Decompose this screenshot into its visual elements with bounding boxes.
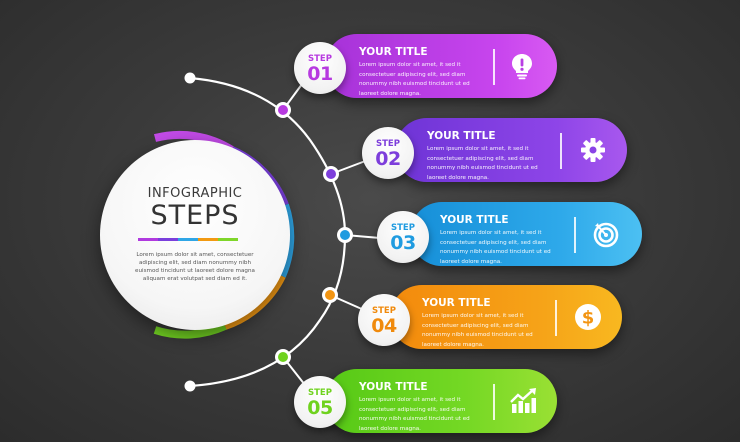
hub-title-big: STEPS	[150, 200, 240, 231]
lightbulb-icon	[512, 54, 532, 80]
step-number: 04	[371, 315, 397, 337]
hub-circle: INFOGRAPHIC STEPS Lorem ipsum dolor sit …	[100, 140, 290, 330]
node-5	[275, 349, 291, 365]
dollar-icon: $	[575, 304, 601, 330]
step-divider	[574, 217, 576, 253]
step-title: YOUR TITLE	[440, 214, 509, 226]
step-number: 02	[375, 148, 401, 170]
step-badge-5: STEP 05	[294, 376, 346, 428]
step-label: STEP	[372, 306, 396, 316]
step-label: STEP	[308, 54, 332, 64]
step-card-5: YOUR TITLE Lorem ipsum dolor sit amet, i…	[325, 369, 557, 433]
hub-description: Lorem ipsum dolor sit amet, consectetuer…	[135, 252, 255, 282]
gear-icon	[581, 138, 605, 162]
step-card-1: YOUR TITLE Lorem ipsum dolor sit amet, i…	[325, 34, 557, 98]
step-description: Lorem ipsum dolor sit amet, it sed it co…	[440, 230, 551, 265]
step-divider	[493, 49, 495, 85]
step-badge-4: STEP 04	[358, 294, 410, 346]
step-number: 01	[307, 63, 333, 85]
hub-title-small: INFOGRAPHIC	[147, 186, 243, 201]
step-description: Lorem ipsum dolor sit amet, it sed it co…	[422, 313, 533, 348]
step-badge-3: STEP 03	[377, 211, 429, 263]
step-label: STEP	[308, 388, 332, 398]
step-number: 03	[390, 232, 416, 254]
step-title: YOUR TITLE	[427, 130, 496, 142]
node-2	[323, 166, 339, 182]
node-1	[275, 102, 291, 118]
step-divider	[493, 384, 495, 420]
step-badge-1: STEP 01	[294, 42, 346, 94]
svg-text:$: $	[582, 308, 595, 329]
step-card-4: YOUR TITLE Lorem ipsum dolor sit amet, i…	[390, 285, 622, 349]
target-icon	[593, 222, 619, 248]
step-card-3: YOUR TITLE Lorem ipsum dolor sit amet, i…	[410, 202, 642, 266]
step-number: 05	[307, 397, 333, 419]
step-card-2: YOUR TITLE Lorem ipsum dolor sit amet, i…	[395, 118, 627, 182]
step-label: STEP	[391, 223, 415, 233]
node-3	[337, 227, 353, 243]
step-title: YOUR TITLE	[359, 381, 428, 393]
node-4	[322, 287, 338, 303]
step-badge-2: STEP 02	[362, 127, 414, 179]
growth-chart-icon	[510, 388, 536, 413]
step-title: YOUR TITLE	[422, 297, 491, 309]
step-divider	[560, 133, 562, 169]
hub-color-bar	[138, 238, 238, 241]
step-description: Lorem ipsum dolor sit amet, it sed it co…	[359, 397, 470, 432]
step-divider	[555, 300, 557, 336]
step-description: Lorem ipsum dolor sit amet, it sed it co…	[427, 146, 538, 181]
step-description: Lorem ipsum dolor sit amet, it sed it co…	[359, 62, 470, 97]
step-label: STEP	[376, 139, 400, 149]
step-title: YOUR TITLE	[359, 46, 428, 58]
